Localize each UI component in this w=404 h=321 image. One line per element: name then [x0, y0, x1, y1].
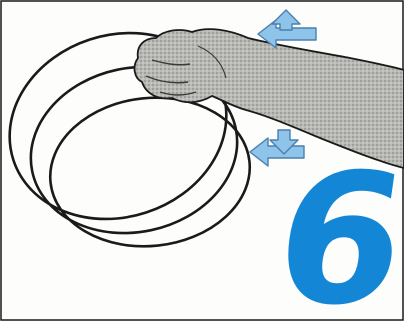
step-number: 6 — [268, 168, 395, 314]
